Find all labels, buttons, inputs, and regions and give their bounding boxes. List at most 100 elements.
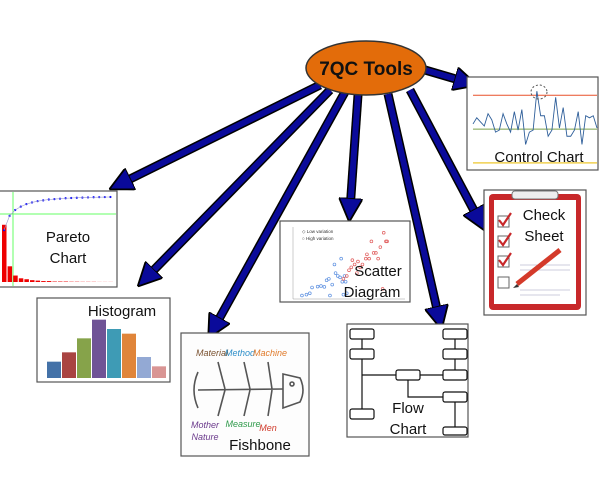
scatter-point-low bbox=[315, 284, 320, 289]
scatter-point-low bbox=[338, 275, 342, 280]
histogram-label: Histogram bbox=[88, 303, 156, 320]
scatter-point-high bbox=[349, 265, 353, 270]
fishbone-cause-label: Method bbox=[225, 348, 256, 358]
control-chart-thumbnail bbox=[472, 91, 598, 164]
flow-label-line1: Flow bbox=[392, 400, 424, 417]
scatter-point-low bbox=[345, 291, 349, 295]
scatter-point-low bbox=[330, 282, 334, 287]
pareto-bar bbox=[18, 278, 24, 282]
fishbone-label: Fishbone bbox=[229, 437, 291, 454]
scatter-thumbnail: ◇ Low variation ○ High variation bbox=[292, 227, 405, 300]
scatter-point-high bbox=[350, 258, 355, 262]
histogram-bar bbox=[47, 361, 61, 378]
fishbone-cause-label: Material bbox=[196, 348, 229, 358]
scatter-point-high bbox=[376, 256, 380, 261]
scatter-point-high bbox=[356, 259, 360, 264]
fishbone-cause-label: Measure bbox=[225, 419, 260, 429]
scatter-point-high bbox=[355, 271, 359, 275]
pareto-cumulative-line bbox=[3, 196, 111, 231]
scatter-point-low bbox=[322, 285, 327, 289]
flow-chart-card: Flow Chart bbox=[346, 323, 469, 438]
arrow-to-histogram bbox=[146, 87, 333, 278]
scatter-point-low bbox=[308, 291, 312, 295]
fishbone-cause-label: Mother bbox=[191, 420, 220, 430]
arrow-to-pareto bbox=[120, 82, 322, 184]
scatter-point-high bbox=[369, 239, 374, 244]
arrow-to-flow bbox=[385, 93, 439, 318]
scatter-point-high bbox=[345, 274, 349, 278]
scatter-point-high bbox=[364, 256, 368, 261]
pareto-bar bbox=[2, 224, 7, 282]
histogram-bar bbox=[122, 333, 136, 378]
pareto-thumbnail bbox=[0, 192, 116, 286]
scatter-point-high bbox=[378, 245, 383, 249]
scatter-point-high bbox=[371, 251, 376, 255]
scatter-point-low bbox=[342, 274, 347, 278]
arrow-to-check bbox=[407, 88, 479, 220]
scatter-label-line2: Diagram bbox=[344, 284, 401, 301]
arrow-to-scatter bbox=[350, 94, 358, 210]
scatter-point-low bbox=[328, 293, 332, 298]
scatter-point-low bbox=[332, 262, 337, 267]
arrow-to-fishbone bbox=[214, 90, 348, 328]
histogram-bar bbox=[62, 352, 76, 378]
scatter-legend-item: ◇ Low variation bbox=[302, 229, 334, 234]
scatter-point-high bbox=[374, 251, 378, 255]
center-node: 7QC Tools bbox=[305, 40, 427, 96]
scatter-point-low bbox=[341, 292, 346, 297]
scatter-legend-item: ○ High variation bbox=[302, 236, 334, 241]
pareto-bar bbox=[35, 280, 41, 282]
pareto-chart-card: Pareto Chart bbox=[0, 190, 118, 288]
scatter-point-low bbox=[339, 256, 343, 261]
flow-label-line2: Chart bbox=[390, 421, 428, 438]
arrow-to-control bbox=[424, 70, 466, 82]
pareto-bar bbox=[41, 281, 46, 282]
pareto-bar bbox=[46, 281, 52, 282]
control-chart-label: Control Chart bbox=[494, 149, 584, 166]
histogram-bar bbox=[107, 329, 121, 378]
pareto-bar bbox=[13, 275, 18, 282]
scatter-point-high bbox=[341, 277, 346, 281]
histogram-card: Histogram bbox=[36, 297, 171, 383]
scatter-point-low bbox=[343, 279, 348, 284]
scatter-point-low bbox=[333, 271, 338, 275]
scatter-point-high bbox=[385, 239, 389, 244]
scatter-point-high bbox=[358, 265, 362, 270]
pencil-icon bbox=[513, 248, 562, 288]
check-sheet-card: Check Sheet bbox=[483, 189, 587, 316]
scatter-point-low bbox=[319, 284, 323, 288]
histogram-bar bbox=[152, 366, 166, 378]
scatter-point-high bbox=[384, 239, 388, 244]
pareto-bar bbox=[7, 266, 13, 282]
scatter-point-low bbox=[310, 285, 314, 290]
pareto-label-line2: Chart bbox=[50, 250, 88, 267]
flowchart-shapes-icon bbox=[349, 328, 468, 436]
scatter-diagram-card: ◇ Low variation○ High variation Scatter … bbox=[279, 220, 411, 303]
fishbone-cause-label: Machine bbox=[253, 348, 287, 358]
fish-skeleton-icon bbox=[193, 361, 304, 417]
scatter-point-high bbox=[365, 252, 369, 257]
scatter-point-high bbox=[352, 262, 357, 267]
scatter-point-high bbox=[360, 262, 365, 267]
check-label-line2: Sheet bbox=[524, 228, 564, 245]
pareto-bar bbox=[30, 280, 35, 282]
check-label-line1: Check bbox=[523, 207, 566, 224]
control-data-line bbox=[472, 91, 598, 145]
scatter-point-high bbox=[367, 256, 371, 261]
center-label: 7QC Tools bbox=[319, 59, 413, 80]
fishbone-cause-label: Nature bbox=[191, 432, 218, 442]
scatter-point-low bbox=[304, 292, 309, 297]
scatter-point-low bbox=[300, 293, 304, 298]
scatter-point-high bbox=[347, 268, 351, 272]
histogram-bar bbox=[77, 338, 91, 378]
connector-arrows bbox=[120, 65, 479, 328]
control-chart-card: Control Chart bbox=[466, 76, 599, 171]
histogram-thumbnail bbox=[47, 319, 166, 378]
scatter-point-low bbox=[340, 279, 345, 284]
pareto-bar bbox=[24, 279, 29, 282]
scatter-point-low bbox=[327, 277, 331, 281]
fishbone-cause-label: Men bbox=[259, 423, 277, 433]
